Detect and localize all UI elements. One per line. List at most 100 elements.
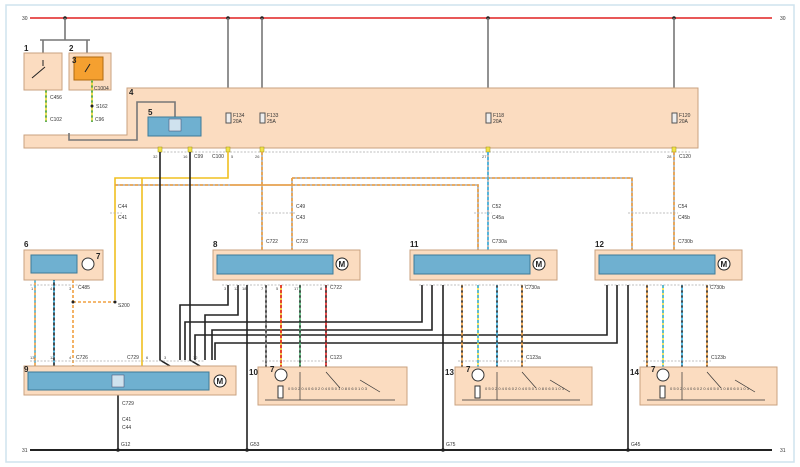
diagram-label: C44	[118, 204, 127, 210]
diagram-label: C723	[296, 239, 308, 245]
switch-module-13: 0 5 0 2 0 4 0 6 0 2 0 4 0 5 0 1 0 8 0 6 …	[454, 366, 593, 406]
diagram-label: 1	[31, 286, 34, 291]
connector-label: C96	[95, 117, 104, 123]
diagram-label: 12	[595, 240, 604, 249]
diagram-label: C43	[296, 215, 305, 221]
fuse-id: F120	[679, 113, 691, 119]
diagram-label: C52	[492, 204, 501, 210]
diagram-label: M	[536, 260, 543, 269]
diagram-label: 5	[276, 286, 279, 291]
ground-label: G75	[446, 442, 456, 448]
diagram-label: C485	[78, 285, 90, 291]
diagram-label: 14	[630, 368, 639, 377]
fuse-rating: 20A	[679, 119, 689, 125]
ground-label: G12	[121, 442, 131, 448]
wiper-motor-module-9: M	[23, 365, 237, 396]
fuse-id: F134	[233, 113, 245, 119]
diagram-label: C729	[122, 401, 134, 407]
diagram-label: 8	[320, 286, 323, 291]
wiper-motor-module-8: M	[212, 249, 361, 281]
fuse-id: F133	[267, 113, 279, 119]
splice-label: S162	[96, 104, 108, 110]
fuse-rating: 20A	[493, 119, 503, 125]
component-label: 4	[129, 88, 134, 97]
diagram-label: C730b	[678, 239, 693, 245]
fuse-rating: 25A	[267, 119, 277, 125]
component-label: 1	[24, 44, 29, 53]
diagram-label: 27	[482, 154, 487, 159]
diagram-label: C726	[76, 355, 88, 361]
diagram-label: C123	[330, 355, 342, 361]
connector-label: C120	[679, 154, 691, 160]
ground-label: G45	[631, 442, 641, 448]
diagram-label: 9	[24, 365, 29, 374]
relay-3	[73, 56, 104, 81]
diagram-label: C123b	[711, 355, 726, 361]
diagram-label: 7	[261, 286, 264, 291]
diagram-label: 7	[466, 365, 471, 374]
diagram-label: 11	[410, 240, 419, 249]
diagram-label: 18	[242, 286, 247, 291]
ground-label-left: 31	[22, 448, 28, 454]
diagram-label: C41	[118, 215, 127, 221]
connector-label: C99	[194, 154, 203, 160]
diagram-label: 0 5 0 2 0 4 0 6 0 2 0 4 0 5 0 1 0 8 0 6 …	[670, 386, 750, 391]
connector-label: C1004	[94, 86, 109, 92]
fuse-rating: 20A	[233, 119, 243, 125]
diagram-label: 13	[445, 368, 454, 377]
diagram-label: M	[217, 377, 224, 386]
diagram-label: 3	[69, 286, 72, 291]
diagram-label: 7	[96, 252, 101, 261]
diagram-label: 28	[667, 154, 672, 159]
diagram-label: C722	[330, 285, 342, 291]
diagram-label: 12	[193, 355, 198, 360]
component-label: 2	[69, 44, 74, 53]
switch-module-10: 0 5 0 2 0 4 0 6 0 2 0 4 0 5 0 1 0 8 0 6 …	[257, 366, 408, 406]
fuse-id: F118	[493, 113, 504, 119]
diagram-label: 16	[183, 154, 188, 159]
switch-module-14: 0 5 0 2 0 4 0 6 0 2 0 4 0 5 0 1 0 8 0 6 …	[639, 366, 778, 406]
diagram-label: 32	[153, 154, 158, 159]
diagram-label: 26	[255, 154, 260, 159]
connector-label: C102	[50, 117, 62, 123]
connector-label: C456	[50, 95, 62, 101]
diagram-label: C123a	[526, 355, 541, 361]
diagram-label: 4	[69, 355, 72, 360]
diagram-label: C45a	[492, 215, 504, 221]
diagram-label: 0 5 0 2 0 4 0 6 0 2 0 4 0 5 0 1 0 8 0 6 …	[485, 386, 565, 391]
diagram-label: 12	[234, 286, 239, 291]
diagram-label: 7	[270, 365, 275, 374]
diagram-label: C730a	[525, 285, 540, 291]
diagram-label: 6	[146, 355, 149, 360]
diagram-label: C729	[127, 355, 139, 361]
diagram-label: 5	[231, 154, 234, 159]
diagram-label: 4	[50, 286, 53, 291]
diagram-label: C45b	[678, 215, 690, 221]
diagram-label: 13	[30, 355, 35, 360]
component-label: 3	[72, 56, 77, 65]
diagram-label: C730b	[710, 285, 725, 291]
component-label: 5	[148, 108, 153, 117]
diagram-label: 3	[164, 355, 167, 360]
diagram-label: C49	[296, 204, 305, 210]
diagram-label: 3	[224, 286, 227, 291]
connector-label: C100	[212, 154, 224, 160]
diagram-label: 17	[294, 286, 299, 291]
diagram-label: 6	[24, 240, 29, 249]
diagram-label: C54	[678, 204, 687, 210]
diagram-label: C730a	[492, 239, 507, 245]
ignition-switch-1	[23, 52, 63, 91]
ground-label-right: 31	[780, 448, 786, 454]
diagram-label: 12	[50, 355, 55, 360]
wiper-motor-module-11: M	[409, 249, 558, 281]
diagram-label: M	[721, 260, 728, 269]
wiper-motor-module-12: M	[594, 249, 743, 281]
rail-label-right: 30	[780, 16, 786, 22]
diagram-label: C44	[122, 425, 131, 431]
diagram-label: 8	[213, 240, 218, 249]
diagram-label: 7	[651, 365, 656, 374]
diagram-label: C41	[122, 417, 131, 423]
fuses	[225, 112, 678, 124]
